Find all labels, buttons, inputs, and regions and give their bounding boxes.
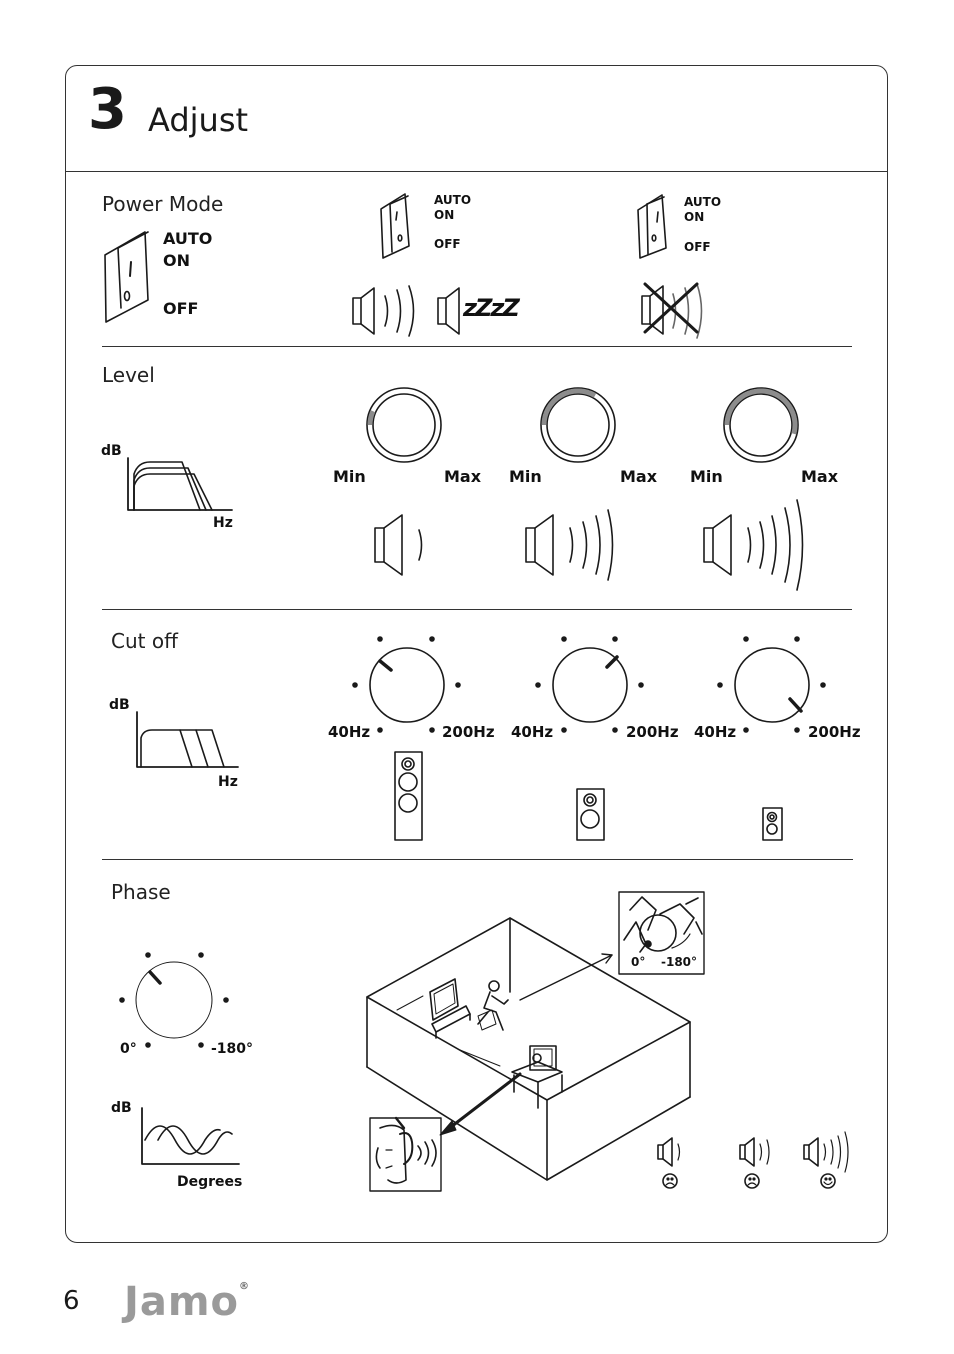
- power-switch-icon: [104, 231, 149, 323]
- section-divider: [102, 859, 853, 860]
- power-mode-heading: Power Mode: [102, 192, 224, 216]
- listener-ear-inset: [369, 1116, 442, 1192]
- level-heading: Level: [102, 363, 155, 387]
- cutoff-knob: [535, 636, 644, 733]
- sleep-zzz-text: zZzZ: [463, 294, 520, 322]
- arrow-to-knob-inset: [519, 953, 613, 1001]
- auto-label: AUTO: [163, 229, 213, 248]
- graph-y-label: dB: [101, 443, 122, 459]
- knob-max-label: Max: [801, 467, 839, 486]
- graph-x-label: Degrees: [177, 1174, 243, 1190]
- phase-knob-inset: [618, 891, 705, 975]
- cutoff-knob: [717, 636, 826, 733]
- listening-room-illustration: [366, 917, 691, 1181]
- speaker-high-level-icon: [703, 499, 804, 591]
- page-number: 6: [63, 1286, 80, 1316]
- knob-high-label: 200Hz: [626, 723, 679, 741]
- level-knob-arcs: [367, 388, 798, 435]
- knob-min-label: Min: [333, 467, 366, 486]
- on-label: ON: [684, 210, 705, 224]
- arrow-to-listener-inset: [439, 1072, 522, 1136]
- knob-min-label: Min: [690, 467, 723, 486]
- auto-label: AUTO: [684, 195, 722, 209]
- knob-min-label: Min: [509, 467, 542, 486]
- content-frame: [65, 65, 888, 1243]
- on-label: ON: [163, 251, 190, 270]
- knob-high-label: 200Hz: [808, 723, 861, 741]
- phase-low-label: 0°: [120, 1041, 137, 1057]
- off-label: OFF: [163, 299, 199, 318]
- level-knob: [723, 387, 799, 463]
- phase-speaker-mid: [739, 1137, 770, 1189]
- knob-low-label: 40Hz: [694, 723, 737, 741]
- section-divider: [102, 346, 852, 347]
- level-response-graph: [127, 457, 233, 511]
- graph-y-label: dB: [109, 697, 130, 713]
- speaker-sleep-icon: [437, 287, 460, 335]
- phase-heading: Phase: [111, 880, 171, 904]
- knob-max-label: Max: [620, 467, 658, 486]
- title-divider: [65, 171, 888, 172]
- step-title: Adjust: [148, 101, 249, 139]
- speaker-low-level-icon: [374, 514, 423, 576]
- speaker-on-icon: [352, 285, 415, 337]
- graph-x-label: Hz: [218, 774, 238, 790]
- on-label: ON: [434, 208, 455, 222]
- section-divider: [102, 609, 852, 610]
- phase-knob: [119, 952, 229, 1048]
- level-knob: [366, 387, 442, 463]
- off-label: OFF: [684, 240, 711, 254]
- graph-x-label: Hz: [213, 515, 233, 531]
- power-switch-icon: [380, 193, 410, 259]
- phase-speaker-low: [657, 1137, 681, 1189]
- bookshelf-speaker-icon: [576, 788, 605, 841]
- phase-speaker-high: [803, 1131, 849, 1189]
- level-knob-arc: [367, 410, 376, 426]
- step-number: 3: [88, 77, 127, 142]
- jamo-logo: Jamo®: [124, 1279, 251, 1325]
- knob-max-label: Max: [444, 467, 482, 486]
- satellite-speaker-icon: [762, 807, 783, 841]
- cutoff-response-graph: [136, 711, 239, 768]
- knob-low-label: 40Hz: [328, 723, 371, 741]
- off-label: OFF: [434, 237, 461, 251]
- level-knob: [540, 387, 616, 463]
- level-knob-arc: [541, 388, 597, 426]
- floorstanding-speaker-icon: [394, 751, 423, 841]
- cutoff-knob: [352, 636, 461, 733]
- knob-high-label: 200Hz: [442, 723, 495, 741]
- level-knob-arc: [724, 388, 798, 435]
- cut-off-heading: Cut off: [111, 629, 178, 653]
- inset-low-label: 0°: [631, 955, 646, 969]
- phase-response-graph: [141, 1107, 240, 1165]
- speaker-mid-level-icon: [525, 509, 614, 581]
- graph-y-label: dB: [111, 1100, 132, 1116]
- phase-high-label: -180°: [211, 1041, 254, 1057]
- inset-high-label: -180°: [661, 955, 698, 969]
- power-switch-icon: [637, 194, 667, 259]
- speaker-off-icon: [641, 282, 703, 339]
- auto-label: AUTO: [434, 193, 472, 207]
- knob-low-label: 40Hz: [511, 723, 554, 741]
